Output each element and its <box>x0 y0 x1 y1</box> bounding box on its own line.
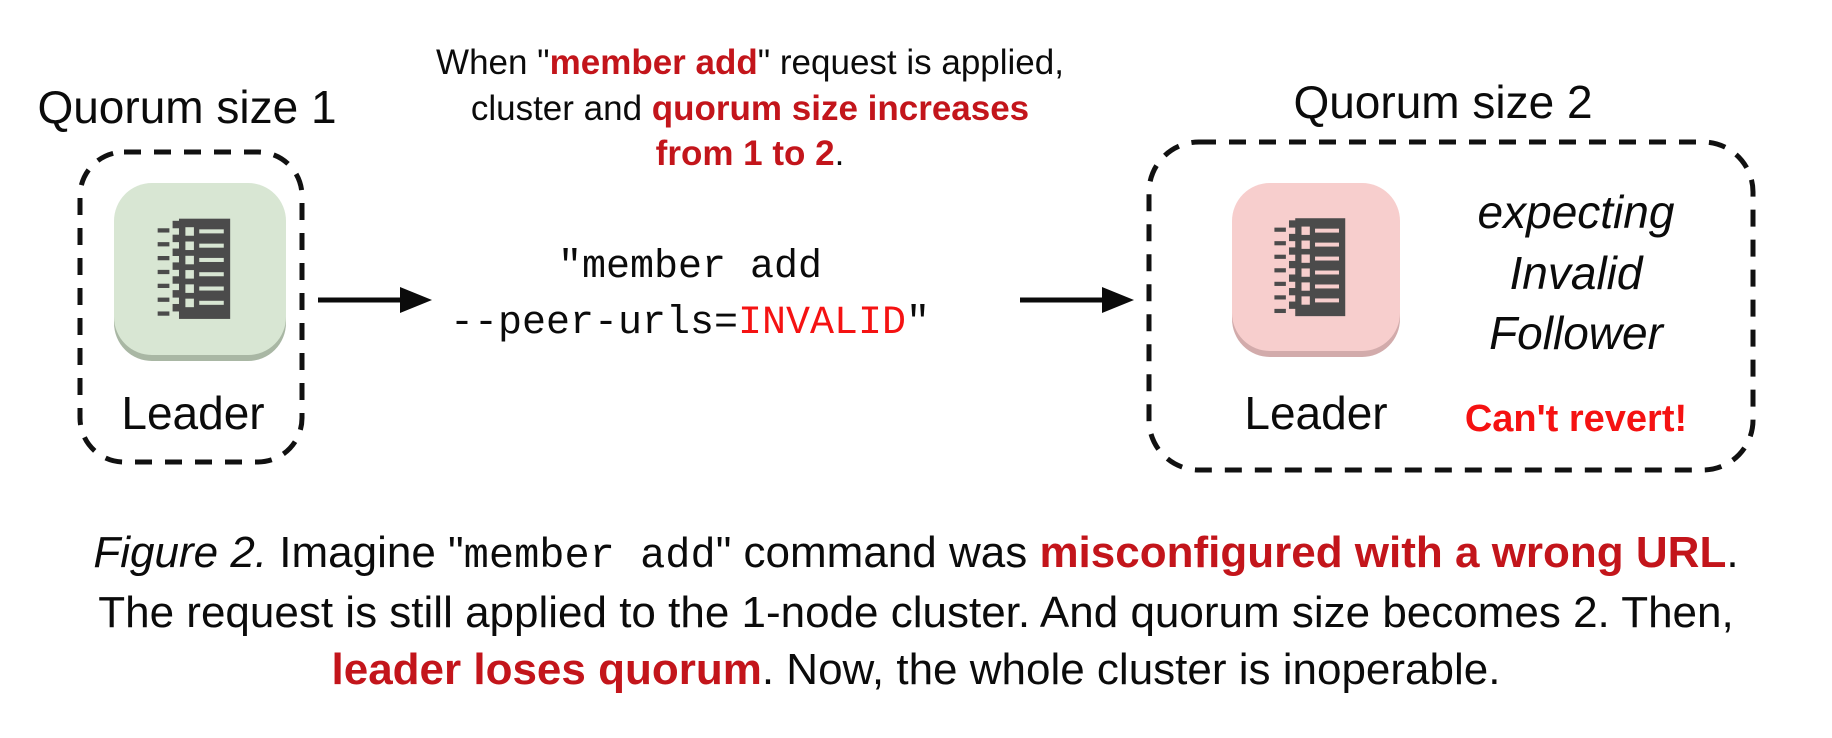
caption-command-text: member add <box>463 532 716 580</box>
left-cluster-dashed-box <box>77 149 305 465</box>
command-text: "member add <box>557 245 823 290</box>
cant-revert-warning: Can't revert! <box>1464 398 1688 440</box>
command-line-1: "member add <box>370 240 1010 296</box>
annotation-highlight-member-add: member add <box>549 43 758 82</box>
figure-caption: Figure 2. Imagine "member add" command w… <box>0 524 1832 698</box>
expecting-line: expecting <box>1477 186 1675 238</box>
figure-label: Figure 2. <box>93 528 268 577</box>
left-leader-label: Leader <box>121 387 265 439</box>
annotation-text: . <box>834 134 845 173</box>
annotation-line-3: from 1 to 2. <box>400 131 1100 177</box>
caption-line-2: The request is still applied to the 1-no… <box>98 587 1734 637</box>
right-quorum-heading: Quorum size 2 <box>1293 76 1593 128</box>
caption-text: " command was <box>715 528 1040 577</box>
expecting-line: Invalid <box>1509 246 1643 299</box>
command-text: " <box>906 301 931 346</box>
expecting-invalid-follower-note: expecting Invalid Follower <box>1420 182 1732 364</box>
caption-text: . Now, the whole cluster is inoperable. <box>761 644 1501 694</box>
annotation-text: cluster and <box>470 88 652 128</box>
annotation-text: " request is applied, <box>757 43 1064 82</box>
left-quorum-heading: Quorum size 1 <box>37 81 337 133</box>
server-log-icon <box>157 218 230 320</box>
annotation-text: When " <box>436 43 550 82</box>
caption-highlight-misconfigured: misconfigured with a wrong URL <box>1039 528 1727 577</box>
server-log-icon <box>1274 218 1346 316</box>
command-invalid-value: INVALID <box>738 301 907 346</box>
leader-node-tile <box>1232 183 1400 351</box>
right-cluster-dashed-box <box>1146 139 1756 473</box>
member-add-command: "member add --peer-urls=INVALID" <box>370 240 1010 352</box>
arrow-right-icon <box>318 287 432 313</box>
annotation-highlight-from-1-to-2: from 1 to 2 <box>655 134 835 173</box>
command-text: --peer-urls= <box>449 301 738 346</box>
caption-highlight-leader-loses-quorum: leader loses quorum <box>331 644 762 694</box>
annotation-line-1: When "member add" request is applied, <box>400 40 1100 86</box>
member-add-annotation: When "member add" request is applied, cl… <box>400 40 1100 177</box>
annotation-line-2: cluster and quorum size increases <box>400 86 1100 132</box>
leader-node-tile <box>114 183 286 355</box>
caption-line-1: Figure 2. Imagine "member add" command w… <box>0 524 1832 584</box>
caption-line-3: leader loses quorum. Now, the whole clus… <box>0 641 1832 698</box>
expecting-line: Follower <box>1489 307 1663 360</box>
command-line-2: --peer-urls=INVALID" <box>370 296 1010 352</box>
arrow-right-icon <box>1020 287 1134 313</box>
right-leader-label: Leader <box>1244 387 1388 439</box>
annotation-highlight-quorum-increase: quorum size increases <box>651 88 1030 128</box>
caption-text: . <box>1726 528 1739 577</box>
caption-text: Imagine " <box>267 528 464 577</box>
